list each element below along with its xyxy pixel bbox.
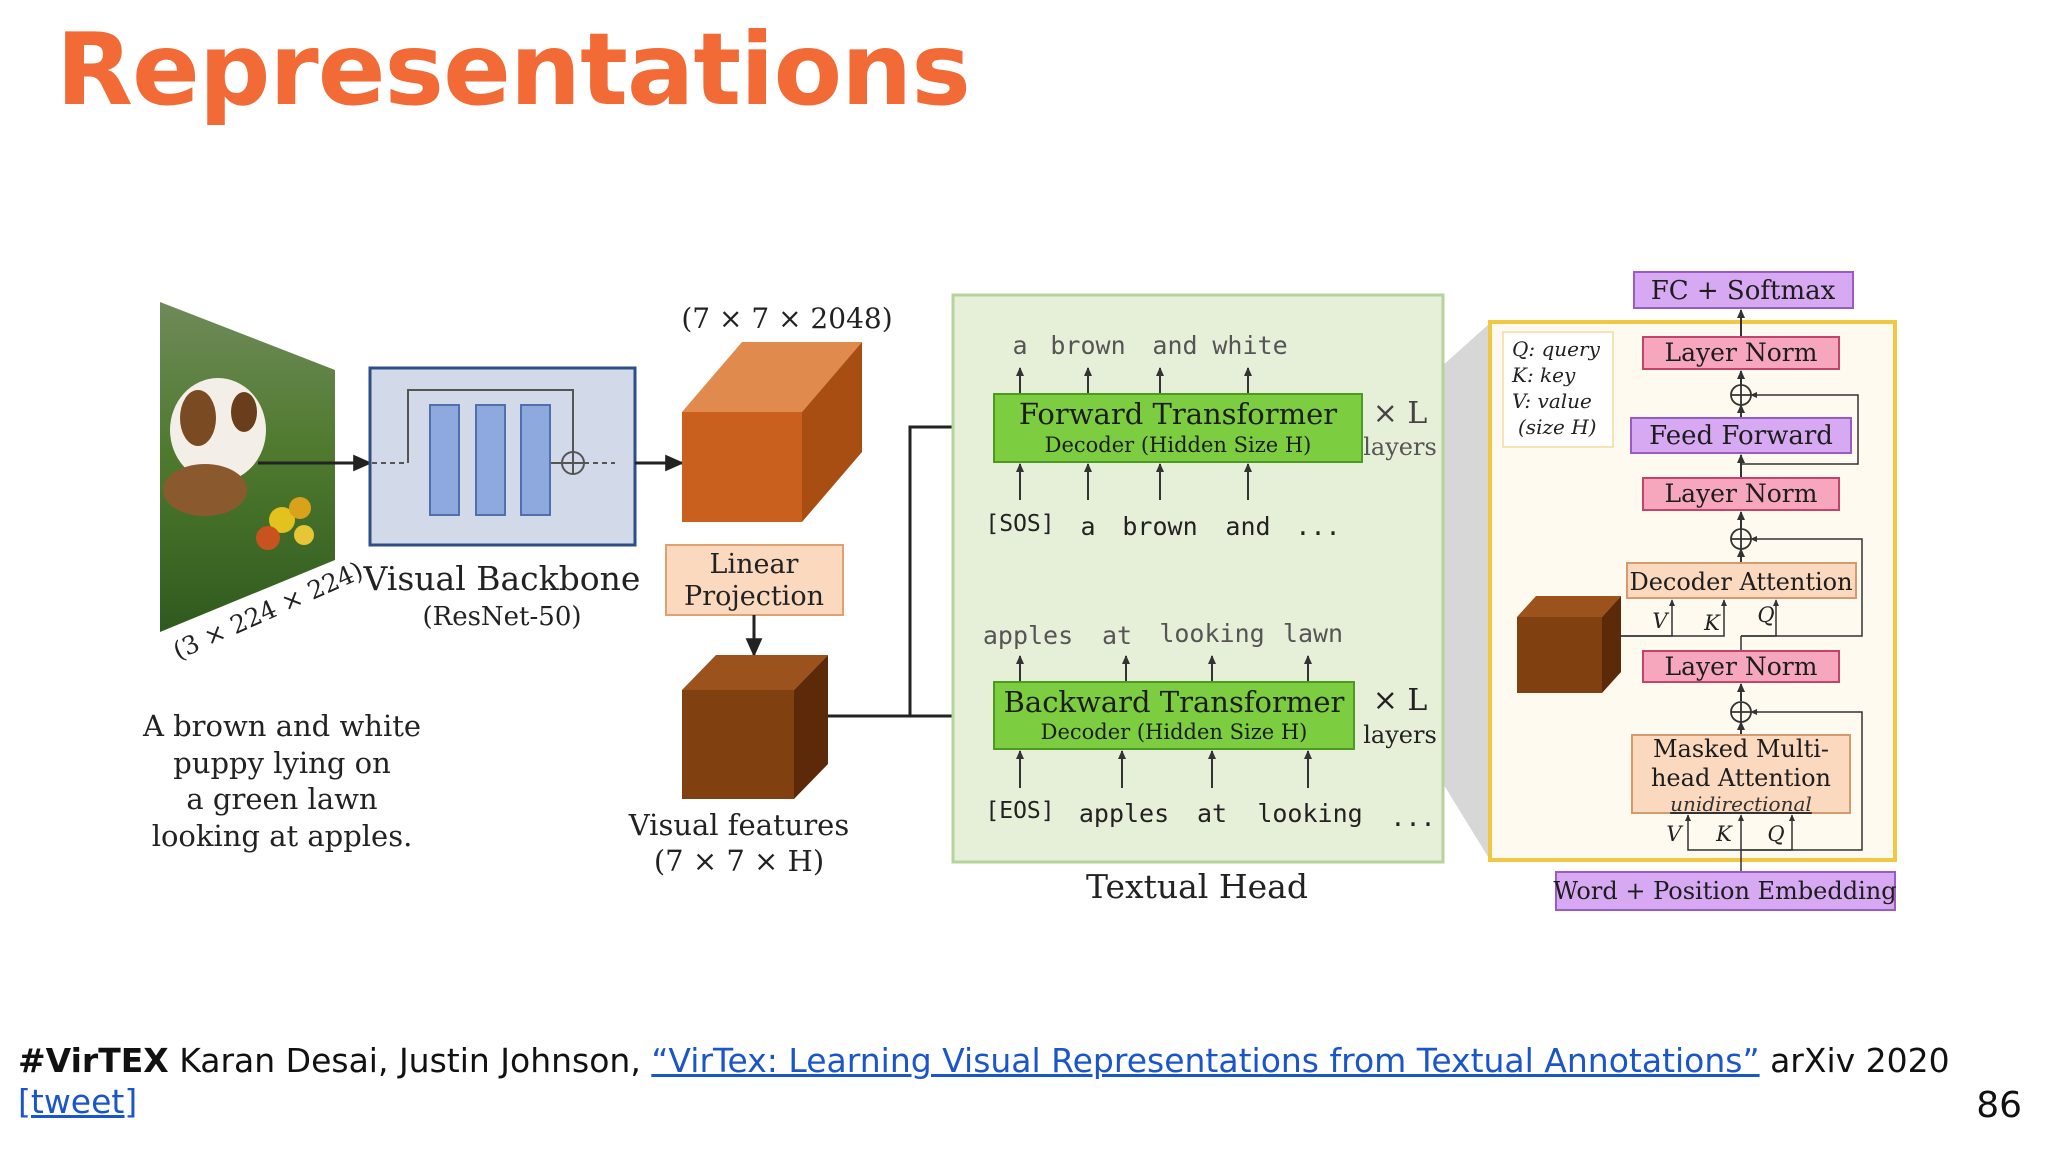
forward-output-token-2: brown	[1050, 331, 1125, 360]
backward-transformer-sub: Decoder (Hidden Size H)	[1041, 720, 1308, 744]
backbone-sublabel: (ResNet-50)	[422, 602, 581, 632]
fc-softmax-block	[1633, 271, 1854, 309]
backward-times-l: × L	[1373, 683, 1428, 718]
forward-transformer: a brown and white Forward Transformer De…	[985, 331, 1436, 541]
forward-transformer-title: Forward Transformer	[1019, 397, 1337, 431]
masked-attention-v: V	[1666, 822, 1683, 846]
backward-output-token-4: lawn	[1283, 619, 1343, 648]
linear-projection-line-2: Projection	[684, 581, 824, 612]
backward-output-token-1: apples	[983, 621, 1073, 650]
layer-norm-block-2	[1642, 477, 1840, 511]
legend-size: (size H)	[1518, 415, 1596, 439]
forward-transformer-sub: Decoder (Hidden Size H)	[1045, 433, 1312, 457]
backward-input-token-5: ...	[1390, 803, 1435, 832]
backward-transformer-title: Backward Transformer	[1004, 685, 1345, 719]
forward-output-token-3: and	[1152, 331, 1197, 360]
linear-projection-block	[665, 544, 844, 616]
caption-line-1: A brown and white	[142, 709, 421, 743]
paper-link[interactable]: “VirTex: Learning Visual Representations…	[651, 1041, 1760, 1080]
masked-attention-line-2: head Attention	[1651, 764, 1831, 792]
citation-line-1: #VirTEX Karan Desai, Justin Johnson, “Vi…	[18, 1040, 1950, 1081]
forward-layers-label: layers	[1363, 433, 1437, 461]
citation-footer: #VirTEX Karan Desai, Justin Johnson, “Vi…	[18, 1040, 1950, 1122]
backward-input-token-4: looking	[1257, 799, 1362, 828]
embedding-block	[1555, 871, 1896, 911]
input-image	[160, 302, 335, 632]
forward-times-l: × L	[1373, 396, 1428, 431]
layer-norm-label-1: Layer Norm	[1665, 338, 1818, 367]
masked-attention-q: Q	[1767, 822, 1784, 846]
citation-tag: #VirTEX	[18, 1041, 169, 1080]
feature-dimensions: (7 × 7 × 2048)	[681, 302, 892, 335]
decoder-attention-block	[1626, 562, 1857, 599]
textual-head-panel	[951, 293, 1445, 864]
citation-line-2: [tweet]	[18, 1081, 1950, 1122]
fc-softmax-label: FC + Softmax	[1651, 276, 1836, 306]
caption-line-4: looking at apples.	[152, 819, 413, 853]
forward-input-token-2: a	[1080, 512, 1095, 541]
legend-key: K: key	[1511, 363, 1576, 387]
forward-transformer-block	[993, 393, 1363, 463]
backward-output-token-3: looking	[1159, 619, 1264, 648]
forward-input-token-3: brown	[1122, 512, 1197, 541]
decoder-attention-k: K	[1703, 611, 1721, 635]
feed-forward-label: Feed Forward	[1649, 421, 1833, 451]
qkv-legend-box	[1502, 331, 1614, 448]
layer-norm-block-3	[1642, 650, 1840, 683]
legend-value: V: value	[1512, 389, 1592, 413]
visual-backbone-block	[368, 366, 637, 547]
citation-venue: arXiv 2020	[1759, 1041, 1950, 1080]
masked-attention-unidirectional: unidirectional	[1670, 792, 1812, 816]
layer-norm-label-2: Layer Norm	[1665, 479, 1818, 508]
backward-input-token-3: at	[1197, 799, 1227, 828]
embedding-label: Word + Position Embedding	[1553, 877, 1896, 905]
tweet-link[interactable]: [tweet]	[18, 1082, 138, 1121]
feed-forward-block	[1630, 417, 1852, 454]
visual-features-cube	[682, 655, 828, 799]
legend-query: Q: query	[1512, 337, 1601, 361]
caption-line-3: a green lawn	[186, 782, 377, 816]
backward-input-token-1: [EOS]	[985, 798, 1054, 824]
forward-input-token-4: and	[1225, 512, 1270, 541]
backward-output-token-2: at	[1102, 621, 1132, 650]
decoder-attention-q: Q	[1757, 603, 1774, 627]
caption-line-2: puppy lying on	[173, 746, 391, 780]
layer-norm-label-3: Layer Norm	[1665, 652, 1818, 681]
forward-input-token-5: ...	[1295, 512, 1340, 541]
textual-head-label: Textual Head	[1086, 867, 1308, 906]
backward-transformer-block	[993, 681, 1355, 750]
page-number: 86	[1976, 1085, 2022, 1126]
backward-transformer: apples at looking lawn Backward Transfor…	[983, 619, 1437, 832]
visual-features-label: Visual features	[628, 808, 849, 842]
connector-features-to-forward	[828, 418, 995, 718]
linear-projection-line-1: Linear	[710, 549, 799, 580]
masked-attention-k: K	[1715, 822, 1733, 846]
forward-output-token-1: a	[1012, 331, 1027, 360]
decoder-attention-v: V	[1652, 609, 1669, 633]
visual-features-dims: (7 × 7 × H)	[654, 844, 824, 878]
masked-attention-block	[1631, 734, 1851, 814]
layer-norm-block-1	[1642, 336, 1840, 370]
detail-visual-features-cube	[1517, 596, 1621, 693]
forward-input-token-1: [SOS]	[985, 511, 1054, 537]
backbone-label: Visual Backbone	[363, 559, 641, 598]
forward-output-token-4: white	[1212, 331, 1287, 360]
backward-input-token-2: apples	[1079, 799, 1169, 828]
backward-layers-label: layers	[1363, 721, 1437, 749]
slide-title: Representations	[56, 11, 971, 128]
decoder-attention-label: Decoder Attention	[1629, 568, 1852, 596]
feature-map-cube	[682, 342, 862, 522]
masked-attention-line-1: Masked Multi-	[1653, 735, 1829, 763]
citation-authors: Karan Desai, Justin Johnson,	[168, 1041, 652, 1080]
